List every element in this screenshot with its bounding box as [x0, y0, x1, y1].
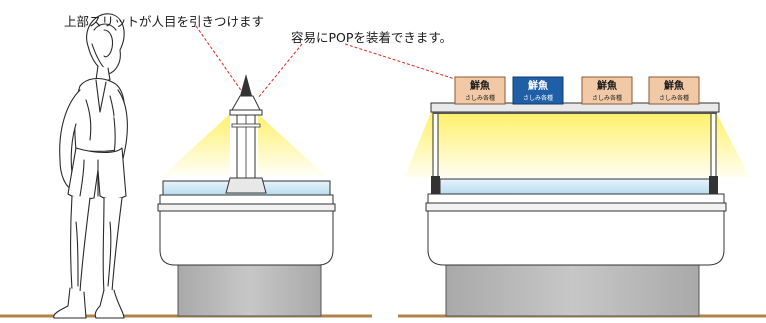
right-display-case	[404, 102, 750, 317]
pop-card-title: 鮮魚	[470, 79, 490, 92]
pop-spike	[240, 74, 252, 96]
case-ledge	[427, 193, 725, 204]
pop-card-subtitle: さしみ各種	[659, 94, 689, 102]
case-glass	[439, 178, 717, 195]
pop-card-face	[512, 76, 564, 105]
pop-card-title: 鮮魚	[664, 79, 684, 92]
case-base	[445, 264, 700, 317]
light-cone-left	[162, 114, 230, 176]
pop-caption: 容易にPOPを装着できます。	[291, 30, 453, 45]
pop-card: 鮮魚 さしみ各種	[512, 76, 564, 105]
pop-card-subtitle: さしみ各種	[592, 94, 622, 102]
leader-pop-right	[344, 43, 459, 81]
pop-card-face	[454, 76, 506, 105]
case-body	[427, 209, 725, 266]
pop-card: 鮮魚 さしみ各種	[581, 76, 633, 105]
leader-pop-left	[257, 43, 303, 99]
pop-card-title: 鮮魚	[597, 79, 617, 92]
left-display-case	[157, 74, 336, 317]
slit-caption: 上部スリットが人目を引きつけます	[64, 14, 265, 29]
leader-slit	[195, 25, 246, 97]
pop-card-face	[648, 76, 700, 105]
leader-lines	[195, 25, 459, 99]
pop-card: 鮮魚 さしみ各種	[648, 76, 700, 105]
pop-card-subtitle: さしみ各種	[523, 94, 553, 102]
light-cone-right	[258, 114, 326, 176]
case-base	[177, 264, 322, 317]
case-ledge	[159, 194, 334, 205]
case-body	[159, 209, 334, 266]
woman-figure	[53, 13, 128, 319]
pop-card-title: 鮮魚	[528, 79, 548, 92]
column-foot	[225, 177, 267, 194]
pop-card-row: 鮮魚 さしみ各種 鮮魚 さしみ各種 鮮魚 さしみ各種 鮮魚 さしみ各種	[454, 76, 700, 105]
pop-card: 鮮魚 さしみ各種	[454, 76, 506, 105]
pop-card-face	[581, 76, 633, 105]
slit-light-top	[231, 95, 261, 111]
pop-card-subtitle: さしみ各種	[465, 94, 495, 102]
light-fill	[404, 110, 750, 178]
